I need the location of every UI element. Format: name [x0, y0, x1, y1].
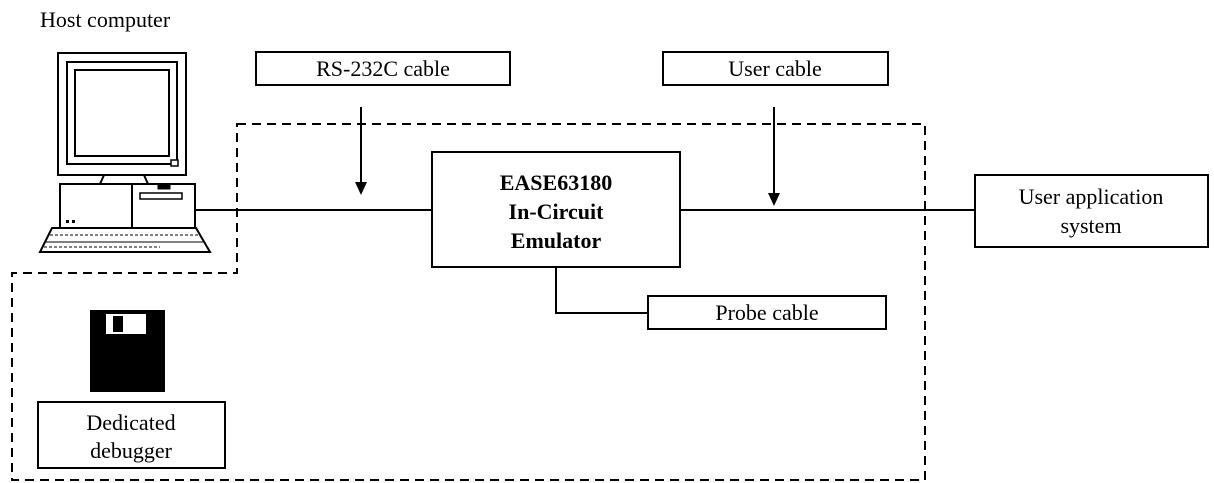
- dedicated-debugger-box: Dedicated debugger: [37, 401, 226, 469]
- user-cable-label: User cable: [728, 56, 821, 81]
- desktop-computer-icon: [38, 52, 212, 253]
- emulator-label-line1: EASE63180: [500, 170, 612, 195]
- package-boundary: [11, 123, 926, 481]
- probe-cable-label: Probe cable: [715, 300, 818, 325]
- emulator-box: EASE63180 In-Circuit Emulator: [431, 151, 681, 268]
- floppy-disk-icon: [90, 310, 165, 392]
- user-cable-callout: User cable: [662, 51, 889, 206]
- host-computer-label: Host computer: [40, 7, 171, 32]
- probe-connection-line: [555, 267, 648, 314]
- target-label-line2: system: [1060, 213, 1121, 238]
- rs232c-cable-label: RS-232C cable: [316, 56, 450, 81]
- emulator-label-line3: Emulator: [511, 228, 602, 253]
- debugger-label-line2: debugger: [90, 438, 173, 463]
- rs232c-cable-callout: RS-232C cable: [255, 51, 511, 195]
- target-label-line1: User application: [1019, 184, 1164, 209]
- emulator-label-line2: In-Circuit: [509, 199, 605, 224]
- probe-cable-box: Probe cable: [647, 295, 887, 330]
- user-application-system-box: User application system: [974, 174, 1209, 248]
- debugger-label-line1: Dedicated: [86, 410, 175, 435]
